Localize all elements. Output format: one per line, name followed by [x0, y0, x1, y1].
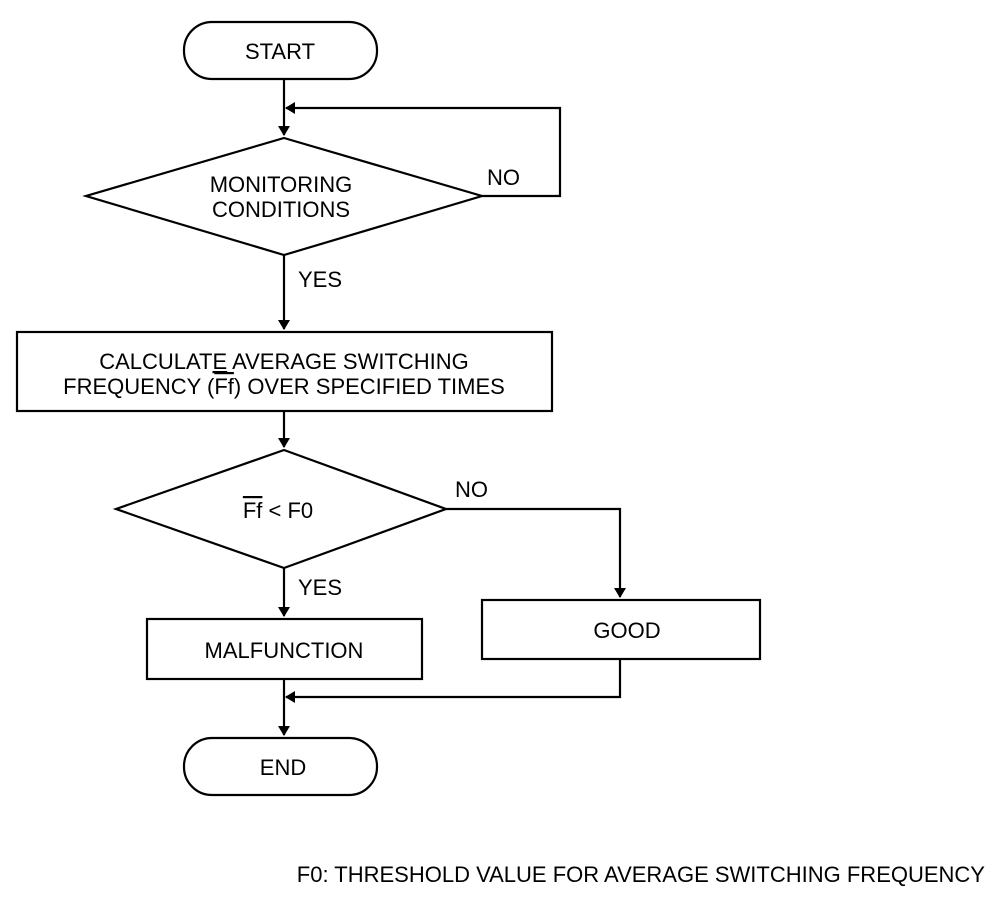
malfunction-label: MALFUNCTION	[205, 638, 364, 663]
compare-symbol: Ff	[243, 498, 263, 523]
arrow-monitoring-no-loop	[285, 102, 562, 198]
start-terminal	[182, 20, 379, 81]
monitoring-label-line1: MONITORING	[210, 172, 353, 197]
yes-label-compare: YES	[298, 575, 342, 600]
compare-rest: < F0	[262, 498, 313, 523]
monitoring-label-line2: CONDITIONS	[212, 197, 350, 222]
calculate-line2-symbol: Ff	[214, 374, 234, 399]
arrow-compare-no-to-good	[446, 507, 626, 598]
compare-label: Ff < F0	[243, 498, 313, 523]
end-label: END	[260, 755, 306, 780]
calculate-label-line2: FREQUENCY (Ff) OVER SPECIFIED TIMES	[63, 374, 505, 399]
calculate-line1-mark: E	[212, 349, 227, 374]
no-label-monitoring: NO	[487, 165, 520, 190]
malfunction-box	[145, 617, 424, 681]
end-terminal	[182, 736, 379, 797]
footnote: F0: THRESHOLD VALUE FOR AVERAGE SWITCHIN…	[297, 862, 986, 887]
yes-label-monitoring: YES	[298, 267, 342, 292]
calculate-line1-pre: CALCULAT	[99, 349, 212, 374]
calculate-line2-pre: FREQUENCY (	[63, 374, 215, 399]
arrow-good-to-merge	[285, 659, 622, 703]
good-label: GOOD	[593, 618, 660, 643]
calculate-label-line1: CALCULATE AVERAGE SWITCHING	[99, 349, 469, 374]
calculate-line1-post: AVERAGE SWITCHING	[227, 349, 469, 374]
calculate-process	[15, 330, 554, 413]
no-label-compare: NO	[455, 477, 488, 502]
calculate-line2-post: ) OVER SPECIFIED TIMES	[234, 374, 505, 399]
start-label: START	[245, 39, 315, 64]
